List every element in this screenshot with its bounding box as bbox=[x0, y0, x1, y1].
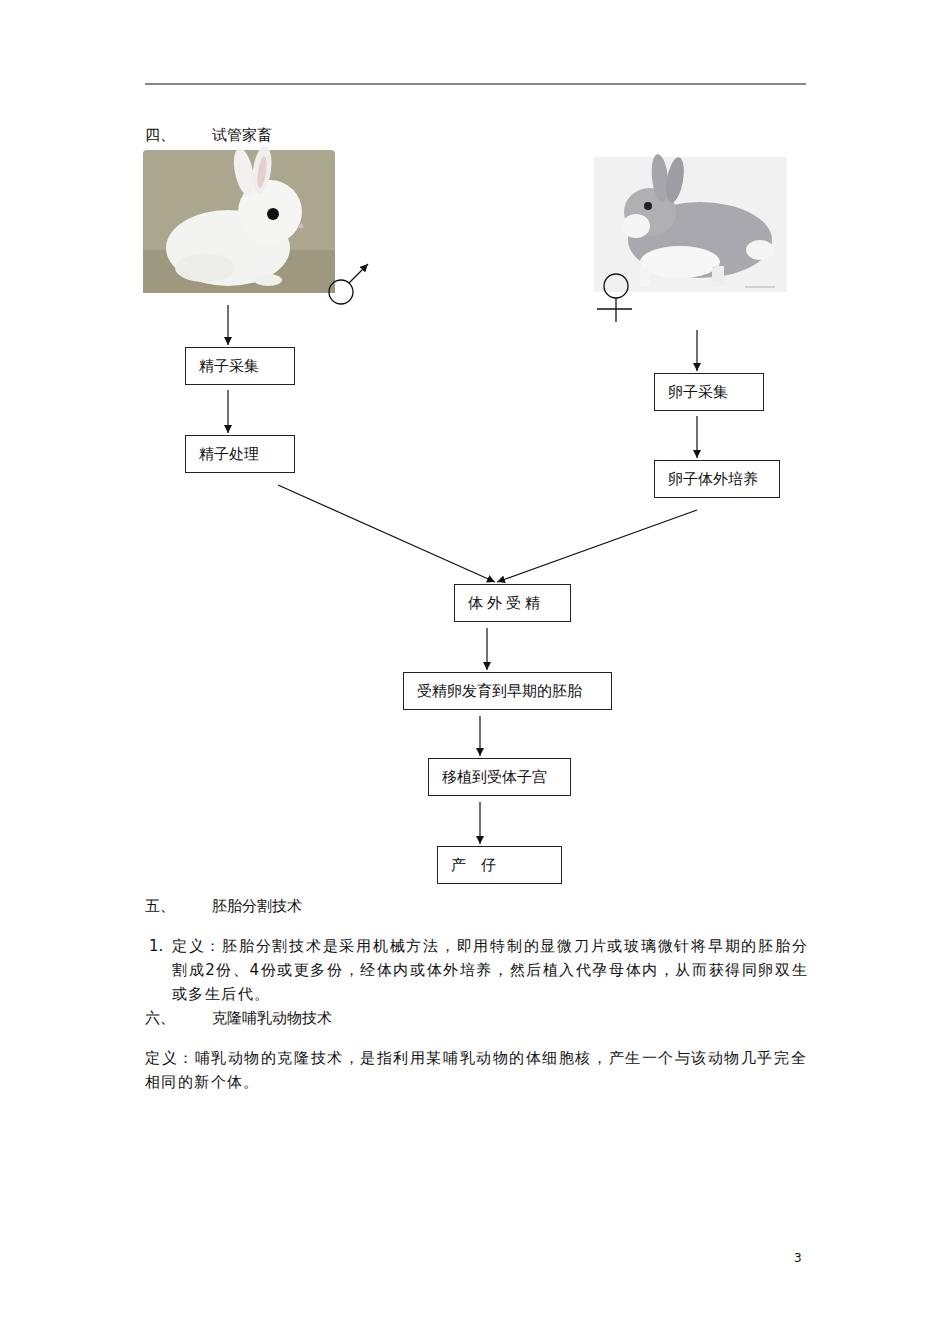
section-label: 四、 bbox=[145, 123, 175, 147]
section-label: 五、 bbox=[145, 894, 175, 918]
male-symbol bbox=[329, 264, 368, 304]
box-text: 产仔 bbox=[451, 855, 511, 875]
box-text: 受精卵发育到早期的胚胎 bbox=[417, 681, 582, 701]
box-text: 体外受精 bbox=[468, 593, 544, 613]
section-label: 克隆哺乳动物技术 bbox=[212, 1006, 332, 1030]
box-text: 卵子体外培养 bbox=[668, 469, 758, 489]
flow-arrow bbox=[278, 485, 495, 582]
process-box: 精子处理 bbox=[185, 435, 295, 473]
illustration-arrow bbox=[696, 330, 697, 371]
process-box: 卵子体外培养 bbox=[654, 460, 780, 498]
rabbit-photo-male bbox=[143, 145, 335, 293]
process-box: 受精卵发育到早期的胚胎 bbox=[403, 672, 612, 710]
box-text: 精子处理 bbox=[199, 444, 259, 464]
process-box: 精子采集 bbox=[185, 347, 295, 385]
illustration-arrow bbox=[227, 305, 228, 345]
box-text: 卵子采集 bbox=[668, 382, 728, 402]
box-text: 精子采集 bbox=[199, 356, 259, 376]
flow-arrow bbox=[479, 802, 480, 844]
flow-arrow bbox=[227, 390, 228, 433]
process-box: 体外受精 bbox=[454, 584, 571, 622]
process-box: 卵子采集 bbox=[654, 373, 764, 411]
page-number: 3 bbox=[794, 1250, 802, 1266]
process-box: 移植到受体子宫 bbox=[428, 758, 571, 796]
female-symbol bbox=[597, 274, 632, 322]
box-text: 移植到受体子宫 bbox=[442, 767, 547, 787]
section-label: 胚胎分割技术 bbox=[212, 894, 302, 918]
section-label: 六、 bbox=[145, 1006, 175, 1030]
flow-arrow bbox=[497, 510, 697, 582]
body-paragraph: 定义：胚胎分割技术是采用机械方法，即用特制的显微刀片或玻璃微针将早期的胚胎分割成… bbox=[172, 934, 808, 1006]
header-rule bbox=[145, 84, 806, 85]
rabbit-photo-female bbox=[594, 153, 787, 292]
flow-arrow bbox=[486, 628, 487, 670]
body-paragraph: 定义：哺乳动物的克隆技术，是指利用某哺乳动物的体细胞核，产生一个与该动物几乎完全… bbox=[145, 1046, 807, 1094]
flow-arrow bbox=[479, 716, 480, 756]
section-label: 1. bbox=[149, 934, 163, 958]
process-box: 产仔 bbox=[437, 846, 562, 884]
section-heading: 试管家畜 bbox=[212, 123, 272, 147]
flow-arrow bbox=[696, 416, 697, 458]
